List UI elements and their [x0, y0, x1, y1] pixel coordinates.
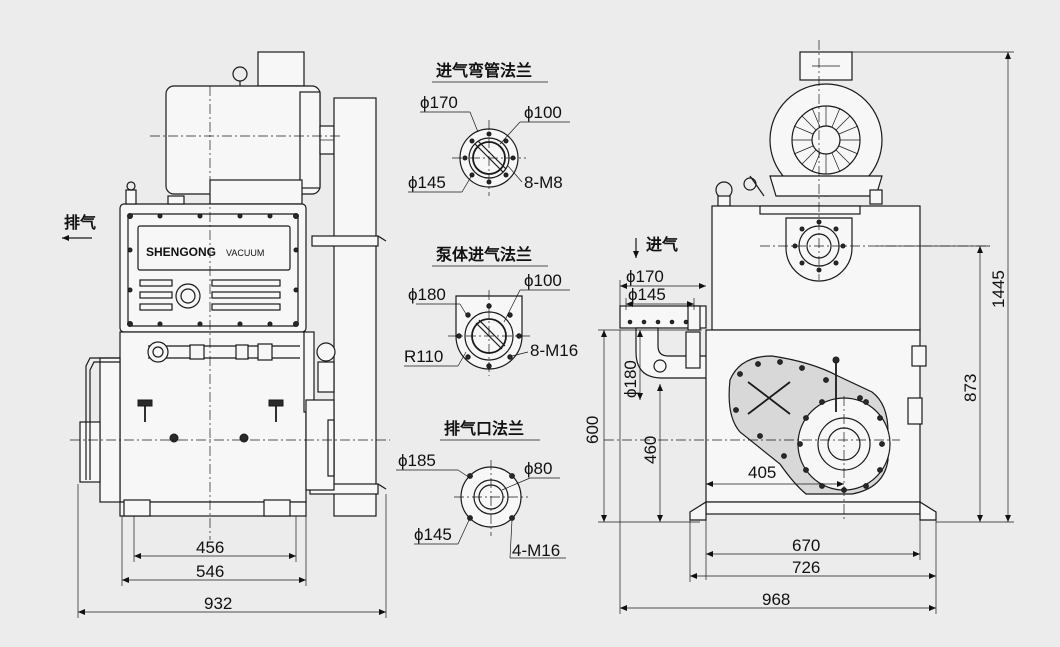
- dim-456: 456: [196, 538, 224, 557]
- flange-body-inner: ϕ100: [524, 271, 562, 290]
- side-base: [705, 501, 921, 515]
- flange-elbow: 进气弯管法兰 ϕ170 ϕ100 ϕ145 8-M8: [408, 61, 570, 196]
- casing-bolts: [733, 359, 885, 493]
- side-view: 进气 ϕ170 ϕ145 ϕ180 600 460 405 670: [583, 40, 1014, 614]
- motor-body: [165, 85, 321, 195]
- exhaust-label: 排气: [64, 213, 96, 232]
- side-plate: [333, 97, 377, 517]
- motor-junction-box: [257, 51, 305, 87]
- flange-elbow-bolt-circle: ϕ145: [408, 173, 446, 192]
- flange-body-radius: R110: [404, 347, 443, 366]
- flange-body: 泵体进气法兰 ϕ180 ϕ100 R110 8-M16: [404, 245, 578, 376]
- brand-name: SHENGONG: [146, 245, 216, 259]
- flange-exhaust-bolt-circle: ϕ145: [414, 525, 452, 544]
- flange-exhaust-bolts: 4-M16: [512, 541, 560, 560]
- flange-elbow-outer: ϕ170: [420, 93, 458, 112]
- front-dimensions: 456 546 932: [77, 484, 387, 618]
- dim-968: 968: [762, 590, 790, 609]
- intake-label: 进气: [646, 235, 678, 254]
- dim-405: 405: [748, 463, 776, 482]
- dim-600: 600: [583, 416, 602, 444]
- flange-exhaust-inner: ϕ80: [524, 459, 552, 478]
- flange-elbow-bolts: 8-M8: [524, 173, 563, 192]
- dim-1445: 1445: [989, 270, 1008, 308]
- front-view: SHENGONG VACUUM: [62, 51, 390, 618]
- flange-elbow-title: 进气弯管法兰: [436, 61, 532, 80]
- dim-546: 546: [196, 562, 224, 581]
- dim-670: 670: [792, 536, 820, 555]
- vent-slots: [139, 279, 281, 311]
- dim-phi180: ϕ180: [621, 360, 640, 398]
- lifting-eye: [232, 66, 248, 82]
- pipe-fittings: [147, 331, 336, 413]
- side-dimensions: ϕ170 ϕ145 ϕ180 600 460 405 670 726 968: [583, 51, 1014, 614]
- flange-body-bolts: 8-M16: [530, 341, 578, 360]
- flange-elbow-inner: ϕ100: [524, 103, 562, 122]
- nameplate: [137, 225, 291, 271]
- flange-exhaust-outer: ϕ185: [398, 451, 436, 470]
- dim-phi145: ϕ145: [628, 285, 666, 304]
- brand-sub: VACUUM: [226, 248, 264, 258]
- inlet-cross: [747, 381, 791, 415]
- housing-screws: [127, 213, 299, 327]
- base-rail: [119, 501, 307, 517]
- flange-exhaust: 排气口法兰 ϕ185 ϕ80 ϕ145 4-M16: [396, 419, 566, 560]
- dim-873: 873: [961, 374, 980, 402]
- dim-460: 460: [641, 436, 660, 464]
- flange-body-title: 泵体进气法兰: [435, 245, 532, 264]
- dim-phi170: ϕ170: [626, 267, 664, 286]
- flange-exhaust-title: 排气口法兰: [444, 419, 524, 438]
- dim-726: 726: [792, 558, 820, 577]
- rotary-pump-body: [119, 331, 307, 503]
- flange-body-outer: ϕ180: [408, 285, 446, 304]
- dim-932: 932: [204, 594, 232, 613]
- motor-fan-fins: [792, 106, 860, 174]
